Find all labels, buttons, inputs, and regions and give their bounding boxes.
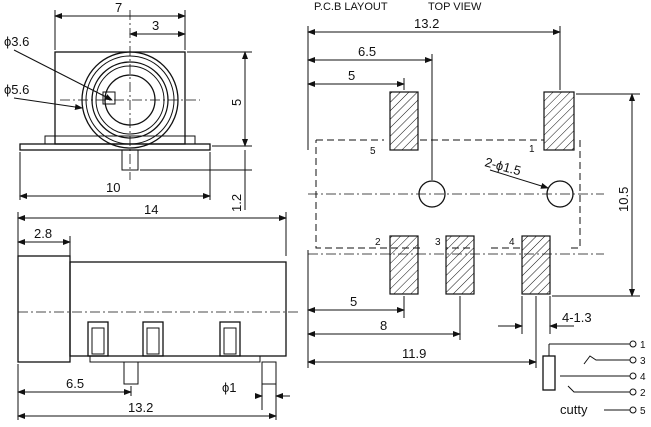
- pcb-dim-bottom-8: 8: [380, 318, 387, 333]
- pcb-layout-view: P.C.B LAYOUT TOP VIEW 13.2 6.5 5 5 1 2 3…: [307, 1, 640, 368]
- cutty-label: cutty: [560, 402, 588, 417]
- pcb-hole-label: 2-ϕ1.5: [483, 154, 523, 178]
- side-pad-3: [219, 321, 241, 357]
- front-view: 7 3 ϕ3.6 ϕ5.6 5 1.2 10: [4, 0, 252, 212]
- side-leg-left: [123, 361, 139, 385]
- pcb-dim-hole-x: 6.5: [358, 44, 376, 59]
- inner-contact-square: [102, 91, 116, 105]
- pcb-pad-label-4: 4: [509, 237, 515, 248]
- front-body-outline: [54, 51, 186, 145]
- front-base-step: [44, 135, 196, 145]
- side-leg-right: [261, 361, 277, 385]
- dim-width-label: 7: [115, 0, 122, 15]
- pin-label-5: 5: [640, 406, 646, 417]
- pcb-header-left: P.C.B LAYOUT: [314, 1, 388, 13]
- schematic-wire-3: [583, 355, 630, 365]
- pin-label-4: 4: [640, 372, 646, 383]
- dim-pin-dia-label: ϕ1: [222, 380, 237, 395]
- side-pad-3-inner: [223, 327, 237, 355]
- pcb-pad-label-2: 2: [375, 237, 381, 248]
- dim-base-label: 10: [106, 180, 120, 195]
- pcb-pad-label-5: 5: [370, 146, 376, 157]
- dim-length-label: 14: [144, 202, 158, 217]
- pcb-pad-1: [543, 91, 575, 151]
- pcb-pad-5: [389, 91, 419, 151]
- side-view: 14 2.8 6.5 ϕ1 13.2: [17, 202, 300, 420]
- pcb-hole-leader: [489, 169, 549, 189]
- pcb-pad-label-1: 1: [529, 144, 535, 155]
- pcb-pad-label-3: 3: [435, 237, 441, 248]
- dim-total-label: 13.2: [128, 400, 153, 415]
- pin-terminal-4: [629, 372, 637, 380]
- schematic-sleeve: [542, 355, 556, 391]
- phi-outer-label: ϕ5.6: [4, 82, 29, 97]
- pcb-dim-pad-width: 4-1.3: [562, 310, 592, 325]
- pcb-dim-total-width: 13.2: [414, 16, 439, 31]
- dim-pin-offset-label: 6.5: [66, 376, 84, 391]
- schematic-wire-2: [567, 385, 630, 393]
- pin-label-1: 1: [640, 340, 646, 351]
- side-bottom-ledge: [89, 355, 261, 363]
- pin-schematic: 1 3 4 2 5 cutty: [542, 340, 646, 417]
- pcb-dim-bottom-11-9: 11.9: [402, 346, 426, 361]
- phi-inner-label: ϕ3.6: [4, 34, 29, 49]
- pcb-pad-2: [389, 235, 419, 295]
- side-pad-2-inner: [146, 327, 160, 355]
- side-pad-2: [142, 321, 164, 357]
- pcb-dim-pad-x: 5: [348, 68, 355, 83]
- front-bottom-pin: [121, 149, 139, 171]
- dim-height-label: 5: [229, 99, 244, 106]
- pcb-dim-height: 10.5: [616, 187, 631, 212]
- pcb-body-outline: [315, 139, 581, 249]
- pin-terminal-3: [629, 356, 637, 364]
- dim-half-label: 3: [152, 18, 159, 33]
- front-base-flange: [19, 143, 211, 151]
- side-pad-1-inner: [91, 327, 105, 355]
- pin-label-2: 2: [640, 388, 646, 399]
- dim-offset-label: 1.2: [229, 194, 244, 212]
- pin-terminal-2: [629, 388, 637, 396]
- pcb-dim-bottom-5: 5: [350, 294, 357, 309]
- dim-step-label: 2.8: [34, 226, 52, 241]
- pin-terminal-5: [629, 406, 637, 414]
- pcb-header-right: TOP VIEW: [428, 1, 482, 13]
- phi-inner-leader: [13, 49, 113, 101]
- pin-label-3: 3: [640, 356, 646, 367]
- pcb-pad-4: [521, 235, 551, 295]
- phi-outer-leader: [13, 97, 83, 110]
- side-body: [69, 261, 287, 357]
- side-pad-1: [87, 321, 109, 357]
- pcb-pad-3: [445, 235, 475, 295]
- pin-terminal-1: [629, 340, 637, 348]
- side-barrel: [17, 255, 71, 363]
